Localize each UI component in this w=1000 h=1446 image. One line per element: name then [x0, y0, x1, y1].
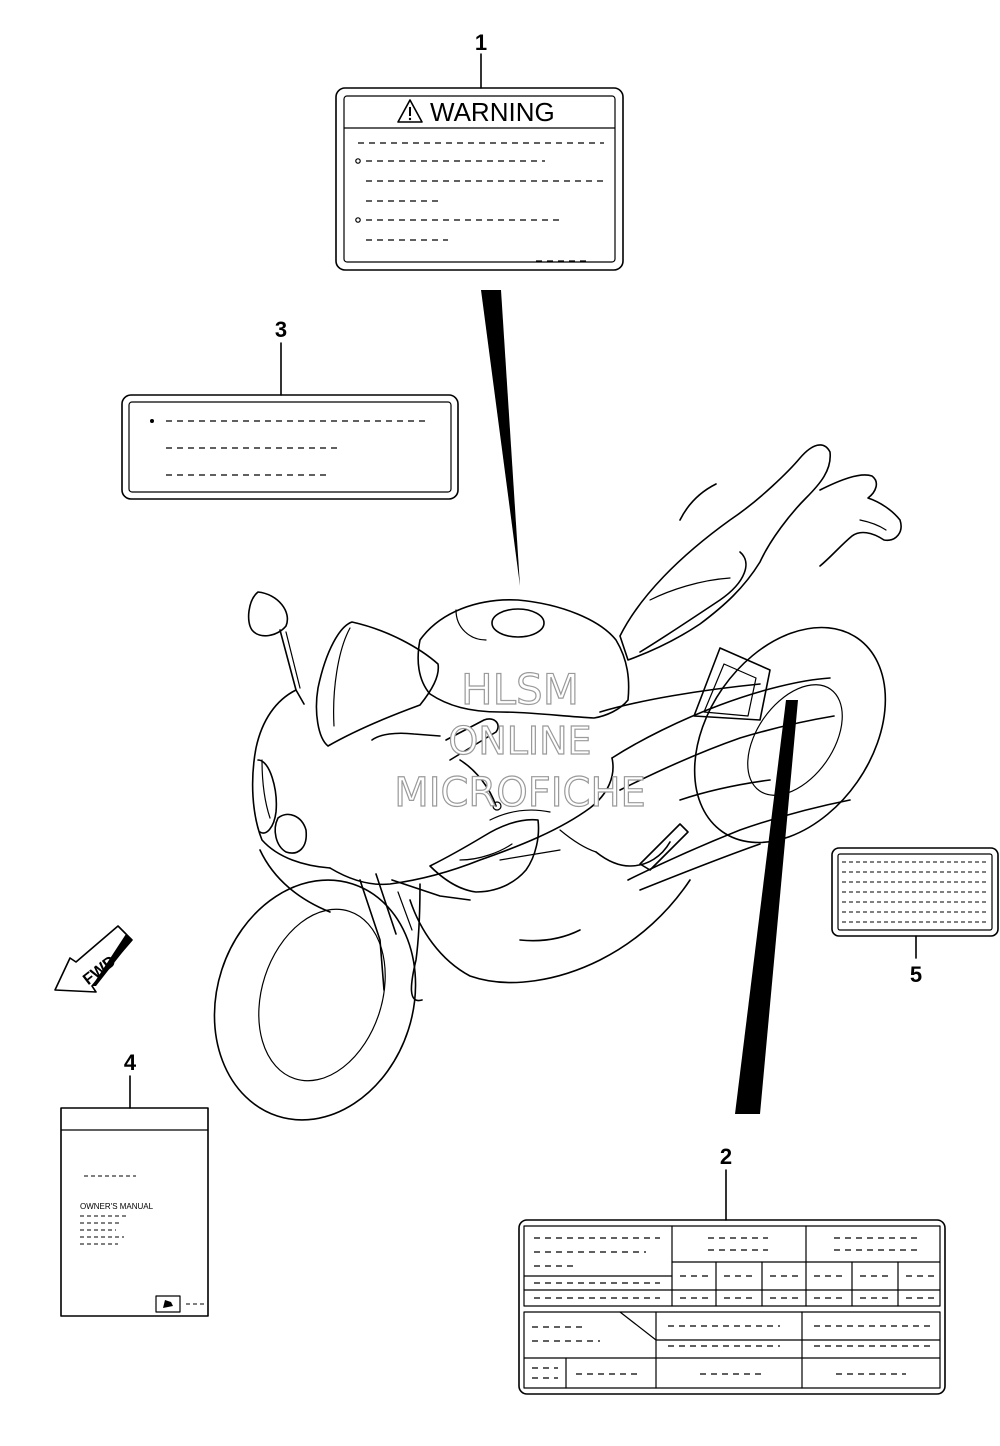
manual-title: OWNER'S MANUAL	[80, 1202, 154, 1211]
motorcycle-outline	[213, 444, 902, 1121]
warning-triangle-icon	[397, 99, 423, 123]
callout-5: 5	[910, 962, 922, 987]
owners-manual-group: 4 OWNER'S MANUAL	[60, 1050, 209, 1317]
suzuki-s-logo-icon	[155, 1295, 181, 1313]
watermark: HLSM ONLINE MICROFICHE	[394, 664, 647, 816]
caution-label-3-group: 3	[121, 317, 459, 500]
watermark-line-3: MICROFICHE	[394, 770, 646, 816]
label-2-group: 2	[518, 1144, 946, 1395]
watermark-line-2: ONLINE	[448, 719, 591, 763]
warning-label-group: 1 WARNING	[335, 30, 624, 271]
label-5-group: 5	[831, 847, 999, 987]
callout-1: 1	[475, 30, 487, 55]
callout-4: 4	[124, 1050, 137, 1075]
warning-title: WARNING	[430, 97, 555, 127]
watermark-line-1: HLSM	[461, 665, 579, 714]
callout-2: 2	[720, 1144, 732, 1169]
fwd-arrow: FWD	[54, 925, 133, 993]
callout-3: 3	[275, 317, 287, 342]
